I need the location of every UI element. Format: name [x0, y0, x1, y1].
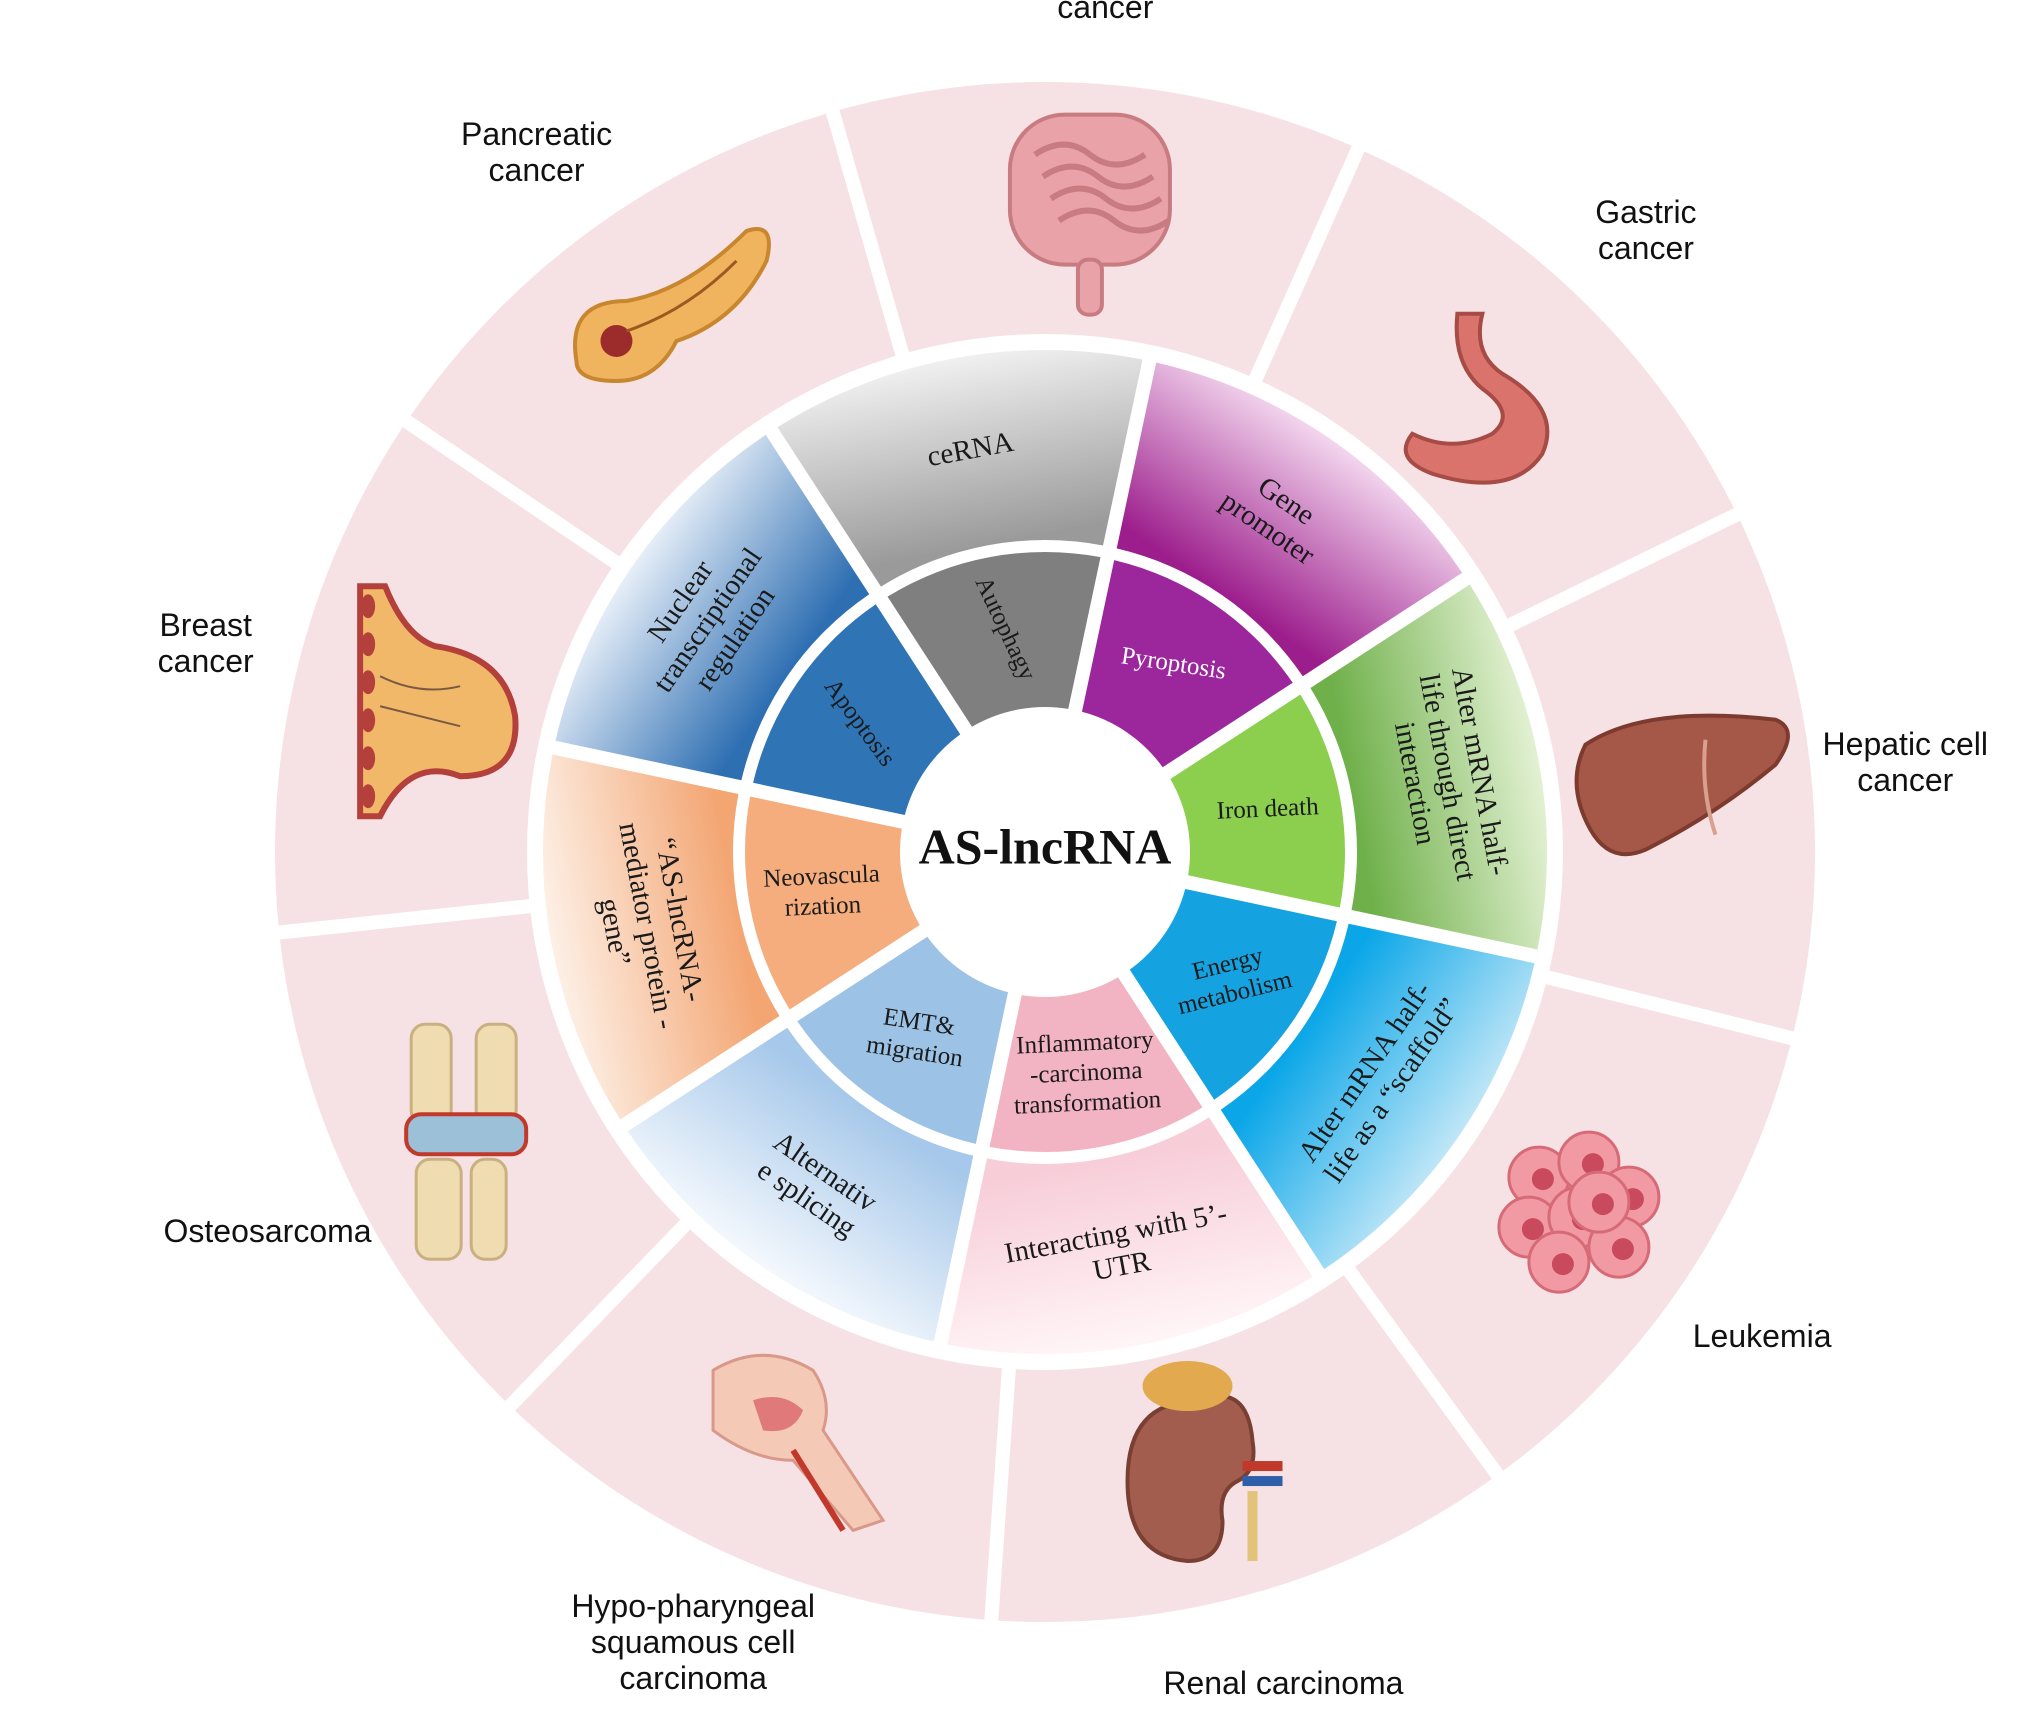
inner-label-neovascularization: rization	[784, 891, 862, 921]
label-line: cancer	[461, 152, 612, 188]
label-line: cancer	[1823, 762, 1988, 798]
label-line: cancer	[1033, 0, 1177, 25]
label-line: Renal carcinoma	[1163, 1665, 1403, 1701]
label-line: Hepatic cell	[1823, 726, 1988, 762]
label-line: Osteosarcoma	[163, 1213, 371, 1249]
label-line: carcinoma	[571, 1660, 815, 1696]
label-osteosarcoma: Osteosarcoma	[163, 1213, 371, 1249]
label-leukemia: Leukemia	[1693, 1318, 1832, 1354]
label-line: Breast	[158, 607, 254, 643]
label-line: Pancreatic	[461, 116, 612, 152]
label-line: cancer	[158, 643, 254, 679]
center-title: AS-lncRNA	[919, 818, 1172, 874]
label-line: Hypo-pharyngeal	[571, 1588, 815, 1624]
inner-label-neovascularization: Neovascula	[763, 860, 881, 892]
label-colorectal: Colorectalcancer	[1033, 0, 1177, 25]
label-line: Gastric	[1595, 194, 1696, 230]
inner-label-iron-death: Iron death	[1216, 793, 1320, 825]
label-line: Leukemia	[1693, 1318, 1832, 1354]
label-line: squamous cell	[571, 1624, 815, 1660]
label-line: cancer	[1595, 230, 1696, 266]
inner-label-inflammatory: -carcinoma	[1029, 1057, 1143, 1089]
label-renal: Renal carcinoma	[1163, 1665, 1403, 1701]
